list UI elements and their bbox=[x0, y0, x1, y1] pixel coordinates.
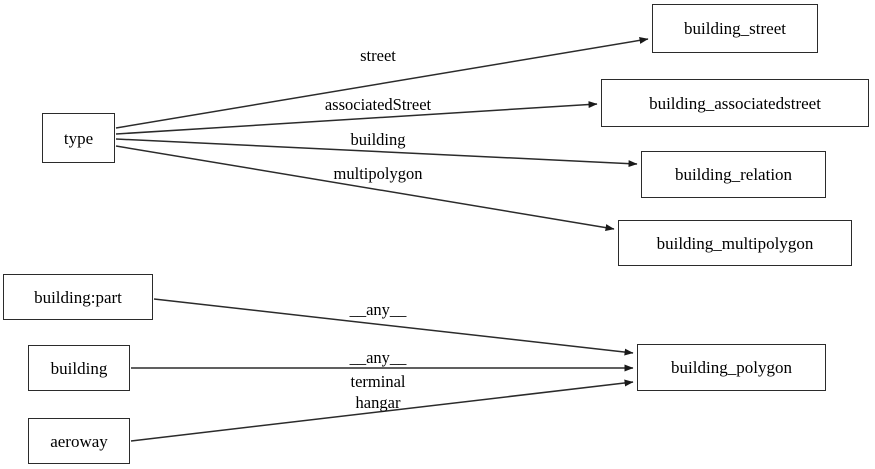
edge-line-group bbox=[115, 36, 649, 442]
edge-label-any: __any__ bbox=[349, 347, 407, 367]
edge-type-to-building_street bbox=[115, 36, 649, 129]
node-aeroway[interactable]: aeroway bbox=[28, 418, 130, 464]
edge-type-to-building_associatedstreet bbox=[115, 101, 598, 135]
node-label: building bbox=[50, 358, 108, 378]
edge-label-multipolygon: multipolygon bbox=[333, 163, 423, 183]
node-label: building_polygon bbox=[671, 358, 792, 377]
node-type[interactable]: type bbox=[42, 113, 115, 163]
node-label: building_associatedstreet bbox=[649, 93, 821, 113]
node-label: building_street bbox=[684, 19, 786, 38]
node-label: aeroway bbox=[50, 431, 108, 451]
edge-label-building: building bbox=[350, 129, 406, 149]
node-label: building:part bbox=[34, 287, 122, 307]
node-building_polygon[interactable]: building_polygon bbox=[637, 344, 826, 391]
edge-label-any: __any__ bbox=[349, 299, 407, 319]
edge-label-street: street bbox=[360, 45, 396, 65]
node-building_associatedstreet[interactable]: building_associatedstreet bbox=[601, 79, 869, 127]
node-building_part[interactable]: building:part bbox=[3, 274, 153, 320]
node-label: building_relation bbox=[674, 165, 793, 184]
edge-building_part-to-building_polygon bbox=[153, 298, 634, 356]
node-label: building_multipolygon bbox=[656, 233, 814, 253]
edge-label-associatedstreet: associatedStreet bbox=[324, 94, 432, 114]
edge-type-to-building_multipolygon bbox=[115, 145, 615, 232]
edge-label-terminal: terminal bbox=[350, 371, 406, 391]
node-building[interactable]: building bbox=[28, 345, 130, 391]
node-label: type bbox=[63, 128, 94, 148]
node-building_relation[interactable]: building_relation bbox=[641, 151, 826, 198]
edge-aeroway-to-building_polygon bbox=[130, 379, 634, 442]
node-building_street[interactable]: building_street bbox=[652, 4, 818, 53]
node-building_multipolygon[interactable]: building_multipolygon bbox=[618, 220, 852, 266]
edge-type-to-building_relation bbox=[115, 138, 638, 168]
edge-label-hangar: hangar bbox=[355, 392, 401, 412]
